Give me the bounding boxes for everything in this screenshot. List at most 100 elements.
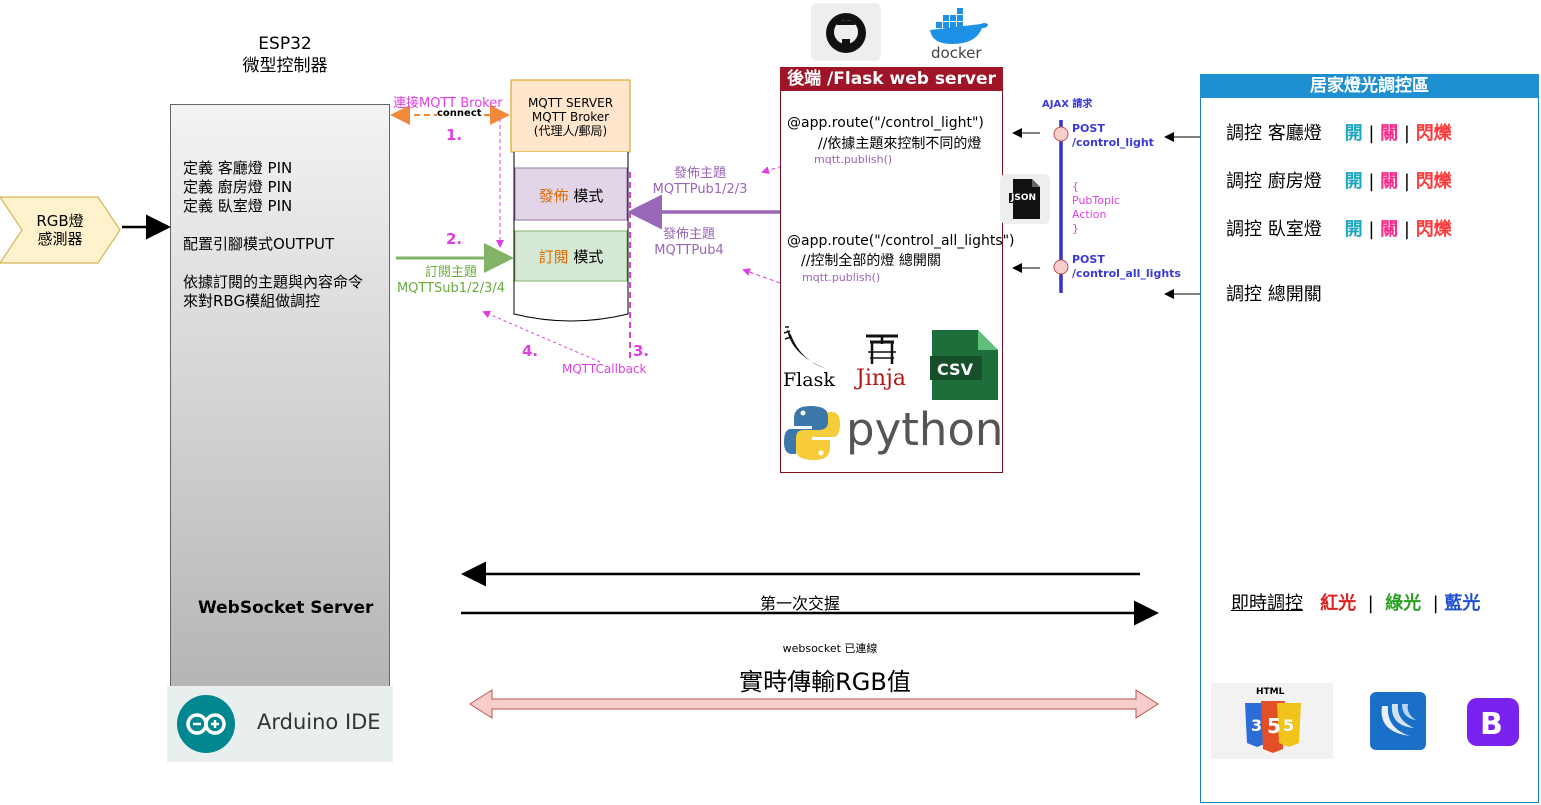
broker-title-line1: MQTT SERVER	[527, 96, 614, 110]
route1-publish: mqtt.publish()	[814, 153, 893, 166]
separator: |	[1368, 219, 1375, 240]
jquery-mobile-logo	[1370, 692, 1426, 750]
svg-text:B: B	[1480, 707, 1503, 742]
esp32-controller-box	[170, 104, 390, 688]
csv-label: CSV	[937, 360, 973, 379]
bedroom-blink-button[interactable]: 閃爍	[1415, 219, 1452, 240]
bootstrap-icon: B	[1467, 698, 1519, 746]
ajax-post2-method: POST	[1072, 253, 1105, 266]
jinja-label: Jinja	[856, 366, 906, 391]
handshake-label: 第一次交握	[759, 594, 840, 613]
connect-small-label: connect	[437, 108, 482, 119]
rgb-sensor-line1: RGB燈	[36, 212, 84, 230]
html5-css3-js-logo: HTML 3 5 5	[1211, 683, 1333, 759]
publish-highlight: 發佈	[538, 187, 569, 205]
csv-file-icon	[930, 330, 998, 400]
arduino-icon	[177, 695, 235, 753]
separator: |	[1403, 123, 1410, 144]
jquery-icon	[1370, 692, 1426, 750]
docker-logo: docker	[926, 8, 990, 63]
svg-text:5: 5	[1267, 714, 1281, 738]
arduino-ide-label: Arduino IDE	[257, 710, 381, 734]
green-light-button[interactable]: 綠光	[1385, 593, 1422, 614]
publish-rest: 模式	[568, 187, 604, 205]
publish-topic2-line2: MQTTPub4	[654, 243, 724, 258]
control-row-living: 調控 客廳燈 開 | 關 | 閃爍	[1226, 119, 1452, 145]
flask-label: Flask	[783, 369, 835, 391]
separator: |	[1403, 219, 1410, 240]
kitchen-on-button[interactable]: 開	[1344, 171, 1363, 192]
route2-publish: mqtt.publish()	[802, 271, 881, 284]
jinja-logo: Jinja	[852, 330, 916, 395]
bootstrap-logo: B	[1463, 696, 1523, 748]
json-label: JSON	[1009, 193, 1039, 203]
realtime-control-label: 即時調控	[1231, 593, 1303, 614]
broker-title-line3: (代理人/郵局)	[533, 124, 608, 138]
broker-header-box	[510, 79, 631, 153]
publish-topic2-line1: 發佈主題	[662, 227, 715, 242]
separator: |	[1368, 171, 1375, 192]
publish-topic1-line2: MQTTPub1/2/3	[652, 182, 748, 197]
ajax-post2-path: /control_all_lights	[1072, 267, 1181, 280]
esp32-title: ESP32 微型控制器	[200, 33, 370, 77]
subscribe-topic-line1: 訂閱主題	[424, 265, 477, 280]
publish2-dashed-arrow	[742, 268, 781, 284]
broker-title-line2: MQTT Broker	[531, 110, 610, 124]
rgb-sensor-shape	[0, 196, 121, 264]
control-row-bedroom: 調控 臥室燈 開 | 關 | 閃爍	[1226, 215, 1452, 241]
kitchen-off-button[interactable]: 關	[1380, 171, 1399, 192]
route2-decorator: @app.route("/control_all_lights")	[787, 233, 1015, 249]
connect-broker-label: 連接MQTT Broker	[393, 96, 503, 111]
living-off-button[interactable]: 關	[1380, 123, 1399, 144]
ajax-post1: POST /control_light	[1072, 122, 1154, 150]
python-label: python	[846, 403, 1004, 456]
ajax-post1-node	[1053, 126, 1069, 142]
route2-comment: //控制全部的燈 總開關	[801, 253, 941, 269]
publish-topic2-label: 發佈主題 MQTTPub4	[646, 227, 732, 259]
route1-decorator: @app.route("/control_light")	[787, 115, 984, 131]
ajax-post2-node	[1053, 259, 1069, 275]
python-snake-icon	[784, 406, 840, 460]
separator: |	[1367, 593, 1374, 614]
home-panel-title: 居家燈光調控區	[1200, 74, 1539, 98]
bedroom-off-button[interactable]: 關	[1380, 219, 1399, 240]
blue-light-button[interactable]: 藍光	[1444, 593, 1481, 614]
kitchen-blink-button[interactable]: 閃爍	[1415, 171, 1452, 192]
ajax-action-close: }	[1072, 222, 1079, 235]
esp32-pin-kitchen: 定義 廚房燈 PIN	[183, 178, 293, 196]
subscribe-topic-line2: MQTTSub1/2/3/4	[396, 281, 506, 296]
esp32-title-line1: ESP32	[258, 34, 312, 54]
publish-topic1-label: 發佈主題 MQTTPub1/2/3	[648, 166, 752, 198]
publish-topic1-line1: 發佈主題	[673, 166, 726, 181]
living-on-button[interactable]: 開	[1344, 123, 1363, 144]
flask-horn-icon	[783, 326, 827, 369]
esp32-pinmode: 配置引腳模式OUTPUT	[183, 235, 335, 253]
control-living-label: 調控 客廳燈	[1226, 123, 1322, 144]
separator: |	[1432, 593, 1439, 614]
ajax-post2: POST /control_all_lights	[1072, 253, 1181, 281]
bedroom-on-button[interactable]: 開	[1344, 219, 1363, 240]
docker-whale-icon	[930, 8, 988, 44]
control-bedroom-label: 調控 臥室燈	[1226, 219, 1322, 240]
separator: |	[1368, 123, 1375, 144]
json-logo: JSON	[1000, 174, 1050, 224]
flask-framework-logo: Flask	[781, 325, 841, 395]
esp32-pin-living: 定義 客廳燈 PIN	[183, 159, 293, 177]
rgb-sensor-label: RGB燈 感測器	[22, 212, 98, 248]
subscribe-topic-label: 訂閱主題 MQTTSub1/2/3/4	[392, 265, 510, 297]
master-switch-button[interactable]: 調控 總開關	[1226, 284, 1322, 305]
realtime-transfer-arrow	[469, 689, 1159, 719]
red-light-button[interactable]: 紅光	[1320, 593, 1357, 614]
living-blink-button[interactable]: 閃爍	[1415, 123, 1452, 144]
rgb-sensor-line2: 感測器	[37, 230, 83, 248]
websocket-connected-label: websocket 已連線	[782, 642, 878, 655]
ajax-action-pubtopic: PubTopic	[1072, 194, 1121, 207]
docker-label: docker	[931, 44, 982, 62]
separator: |	[1403, 171, 1410, 192]
step1-label: 1.	[446, 126, 463, 144]
csv-logo: CSV	[930, 330, 998, 400]
html5-shield-icon: 3 5 5	[1245, 701, 1301, 753]
websocket-server-label: WebSocket Server	[198, 598, 374, 618]
esp32-pin-bedroom: 定義 臥室燈 PIN	[183, 197, 293, 215]
step2-label: 2.	[446, 230, 463, 248]
